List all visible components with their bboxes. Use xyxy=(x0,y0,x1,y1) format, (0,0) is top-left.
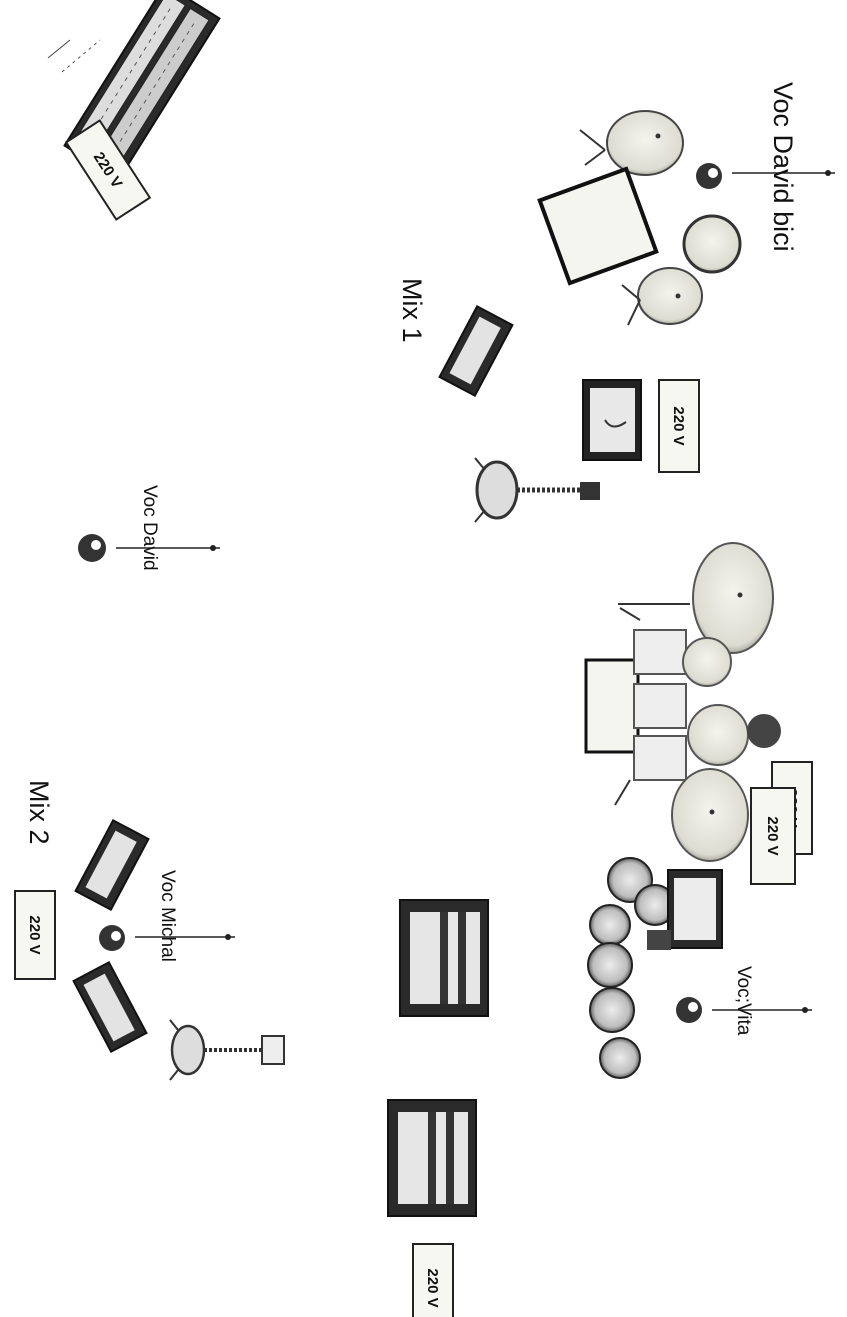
amp-stack-2 xyxy=(387,1099,477,1217)
microphone-icon xyxy=(78,534,220,562)
monitor-wedge-mix-1 xyxy=(438,304,514,398)
drum-kit-main xyxy=(584,542,781,862)
drum-kit-top xyxy=(537,110,742,326)
microphone-icon xyxy=(99,925,235,951)
bass-amp xyxy=(582,379,642,461)
power-outlet-amps: 220 V xyxy=(412,1243,454,1317)
microphone-icon xyxy=(696,163,835,189)
label-voc-david-bicl: Voc David bici xyxy=(768,82,798,252)
guitar-stand xyxy=(169,1019,285,1081)
label-voc-david: Voc David xyxy=(139,485,160,571)
label-mix-1: Mix 1 xyxy=(397,278,427,343)
percussion-set xyxy=(587,857,723,1079)
amp-stack-1 xyxy=(399,899,489,1017)
guitar-stand xyxy=(474,457,600,523)
power-label: 220 V xyxy=(764,816,781,855)
power-outlet-percussion: 220 V xyxy=(750,787,796,885)
power-label: 220 V xyxy=(424,1268,441,1307)
microphone-icon xyxy=(676,997,812,1023)
label-voc-vita: Voc;Vita xyxy=(733,966,754,1036)
power-label: 220 V xyxy=(670,406,687,445)
label-voc-michal: Voc Michal xyxy=(157,870,178,962)
power-label: 220 V xyxy=(26,915,43,954)
power-outlet-keyboard: 220 V xyxy=(64,119,152,221)
monitor-wedge-mix-2-bottom xyxy=(72,960,148,1054)
monitor-wedge-mix-2-top xyxy=(74,818,150,912)
power-outlet-mix-2: 220 V xyxy=(14,890,56,980)
power-outlet-bass: 220 V xyxy=(658,379,700,473)
label-mix-2: Mix 2 xyxy=(24,780,54,845)
